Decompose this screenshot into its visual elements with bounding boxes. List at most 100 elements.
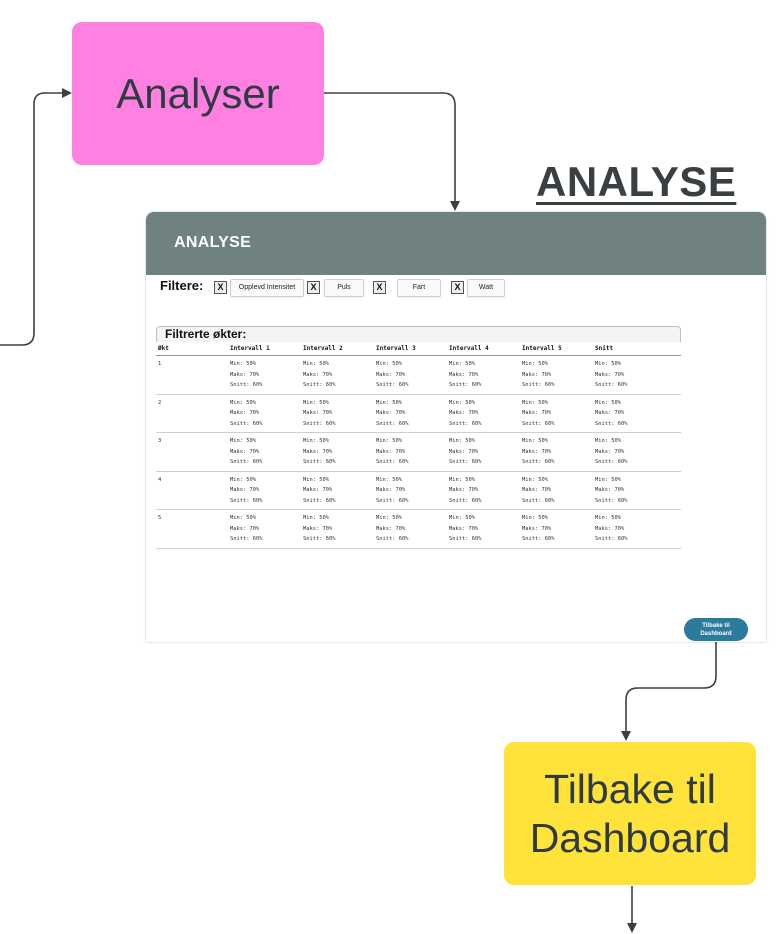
stat-line: Snitt: 60% bbox=[230, 459, 263, 465]
stat-line: Min: 50% bbox=[595, 515, 621, 521]
filter-chip-puls[interactable]: Puls bbox=[324, 279, 364, 297]
stat-line: Min: 50% bbox=[230, 476, 256, 483]
stat-line: Snitt: 60% bbox=[595, 420, 628, 427]
cell-interval-stats: Min: 50%Maks: 70%Snitt: 60% bbox=[520, 394, 593, 433]
col-header-intervall-3: Intervall 3 bbox=[374, 342, 447, 356]
stat-line: Min: 50% bbox=[230, 438, 256, 444]
screen-header-title: ANALYSE bbox=[174, 234, 252, 251]
stat-line: Min: 50% bbox=[303, 438, 329, 444]
stat-line: Min: 50% bbox=[449, 399, 475, 406]
stat-line: Snitt: 60% bbox=[376, 420, 409, 427]
stat-line: Min: 50% bbox=[303, 515, 329, 521]
stat-line: Maks: 70% bbox=[449, 525, 479, 532]
stat-line: Maks: 70% bbox=[595, 448, 625, 455]
cell-interval-stats: Min: 50%Maks: 70%Snitt: 60% bbox=[374, 471, 447, 510]
stat-line: Min: 50% bbox=[376, 399, 402, 406]
stat-line: Maks: 70% bbox=[230, 525, 260, 532]
cell-interval-stats: Min: 50% Maks: 70% Snitt: 60% bbox=[301, 394, 374, 433]
cell-interval-stats: Min: 50%Maks: 70%Snitt: 60% bbox=[228, 509, 301, 549]
cell-interval-stats: Min: 50% Maks: 70% Snitt: 60% bbox=[447, 394, 520, 433]
stat-line: Snitt: 60% bbox=[522, 536, 555, 542]
stat-line: Min: 50% bbox=[303, 476, 329, 483]
stat-line: Snitt: 60% bbox=[522, 382, 555, 388]
cell-interval-stats: Min: 50%Maks: 70%Snitt: 60% bbox=[593, 509, 681, 549]
remove-filter-puls-button[interactable]: X bbox=[307, 281, 320, 294]
analyse-screen-mockup: ANALYSE Filtere: X Opplevd Intensitet X … bbox=[146, 212, 766, 642]
cell-interval-stats: Min: 50%Maks: 70%Snitt: 60% bbox=[228, 355, 301, 395]
table-row[interactable]: 2 Min: 50% Maks: 70% Snitt: 60% Min: 50% Maks… bbox=[156, 394, 681, 433]
col-header-intervall-4: Intervall 4 bbox=[447, 342, 520, 356]
stat-line: Maks: 70% bbox=[449, 410, 479, 416]
cell-interval-stats: Min: 50%Maks: 70%Snitt: 60% bbox=[593, 432, 681, 472]
stat-line: Min: 50% bbox=[595, 399, 621, 406]
col-header-intervall-1: Intervall 1 bbox=[228, 342, 301, 356]
remove-filter-watt-button[interactable]: X bbox=[451, 281, 464, 294]
cell-interval-stats: Min: 50%Maks: 70%Snitt: 60% bbox=[301, 355, 374, 395]
filtered-sessions-panel: Filtrerte økter: Økt Intervall 1 Interva… bbox=[156, 326, 681, 554]
cell-interval-stats: Min: 50%Maks: 70%Snitt: 60% bbox=[593, 355, 681, 395]
cell-okt: 2 bbox=[156, 394, 228, 433]
cell-interval-stats: Min: 50%Maks: 70%Snitt: 60% bbox=[228, 394, 301, 433]
cell-interval-stats: Min: 50% Maks: 70% Snitt: 60% bbox=[374, 509, 447, 549]
cell-interval-stats: Min: 50%Maks: 70%Snitt: 60% bbox=[374, 355, 447, 395]
stat-line: Snitt: 60% bbox=[376, 459, 409, 465]
remove-filter-intensitet-button[interactable]: X bbox=[214, 281, 227, 294]
cell-interval-stats: Min: 50%Maks: 70%Snitt: 60% bbox=[301, 509, 374, 549]
filter-chip-watt[interactable]: Watt bbox=[467, 279, 505, 297]
stat-line: Snitt: 60% bbox=[449, 459, 482, 465]
stat-line: Snitt: 60% bbox=[303, 420, 336, 427]
stat-line: Snitt: 60% bbox=[376, 536, 409, 542]
stat-line: Min: 50% bbox=[376, 515, 402, 521]
cell-interval-stats: Min: 50%Maks: 70%Snitt: 60% bbox=[374, 432, 447, 472]
stat-line: Maks: 70% bbox=[595, 487, 625, 493]
stat-line: Maks: 70% bbox=[522, 410, 552, 416]
stat-line: Maks: 70% bbox=[376, 525, 406, 532]
stat-line: Maks: 70% bbox=[303, 410, 333, 416]
stat-line: Min: 50% bbox=[376, 438, 402, 444]
filter-chip-intensitet[interactable]: Opplevd Intensitet bbox=[230, 279, 304, 297]
stat-line: Maks: 70% bbox=[230, 410, 260, 416]
stat-line: Min: 50% bbox=[595, 438, 621, 444]
stat-line: Min: 50% bbox=[595, 476, 621, 483]
connector-analyser-to-analyse bbox=[324, 92, 460, 211]
stat-line: Maks: 70% bbox=[303, 371, 333, 378]
stat-line: Snitt: 60% bbox=[230, 420, 263, 427]
col-header-intervall-2: Intervall 2 bbox=[301, 342, 374, 356]
stat-line: Min: 50% bbox=[303, 399, 329, 406]
table-row[interactable]: 5 Min: 50% Maks: 70% Snitt: 60% Min: 50% Maks… bbox=[156, 509, 681, 549]
stat-line: Min: 50% bbox=[522, 476, 548, 483]
stat-line: Maks: 70% bbox=[522, 525, 552, 532]
stat-line: Min: 50% bbox=[449, 476, 475, 483]
cell-okt: 5 bbox=[156, 509, 228, 549]
stat-line: Maks: 70% bbox=[522, 487, 552, 493]
cell-interval-stats: Min: 50%Maks: 70%Snitt: 60% bbox=[301, 471, 374, 510]
remove-filter-fart-button[interactable]: X bbox=[373, 281, 386, 294]
stat-line: Snitt: 60% bbox=[449, 536, 482, 542]
cell-interval-stats: Min: 50%Maks: 70%Snitt: 60% bbox=[447, 355, 520, 395]
stat-line: Maks: 70% bbox=[522, 371, 552, 378]
back-to-dashboard-button[interactable]: Tilbake til Dashboard bbox=[684, 618, 748, 641]
filter-chip-fart[interactable]: Fart bbox=[397, 279, 441, 297]
stat-line: Maks: 70% bbox=[376, 487, 406, 493]
back-button-line-2: Dashboard bbox=[700, 630, 732, 637]
analyser-node: Analyser bbox=[72, 22, 324, 165]
stat-line: Maks: 70% bbox=[595, 410, 625, 416]
filtered-sessions-title: Filtrerte økter: bbox=[165, 327, 247, 341]
tilbake-node-label: Tilbake til Dashboard bbox=[529, 766, 731, 861]
page-heading: ANALYSE bbox=[536, 158, 737, 205]
connector-button-to-tilbake bbox=[621, 642, 717, 741]
sessions-table: Økt Intervall 1 Intervall 2 Intervall 3 … bbox=[156, 342, 681, 549]
stat-line: Maks: 70% bbox=[230, 371, 260, 378]
stat-line: Snitt: 60% bbox=[230, 382, 263, 388]
stat-line: Maks: 70% bbox=[595, 371, 625, 378]
stat-line: Snitt: 60% bbox=[449, 497, 482, 504]
filtered-sessions-titlebar: Filtrerte økter: bbox=[156, 326, 681, 342]
cell-interval-stats: Min: 50%Maks: 70%Snitt: 60% bbox=[301, 432, 374, 472]
stat-line: Snitt: 60% bbox=[449, 420, 482, 427]
cell-interval-stats: Min: 50% Maks: 70% Snitt: 60% bbox=[593, 394, 681, 433]
stat-line: Min: 50% bbox=[522, 438, 548, 444]
